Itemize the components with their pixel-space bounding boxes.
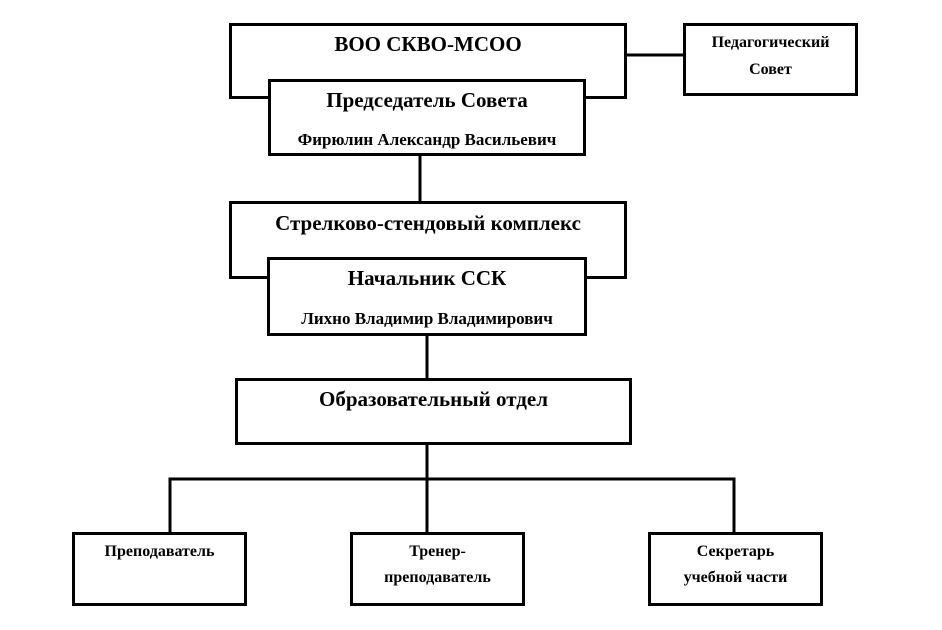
head-title: Начальник ССК	[347, 266, 507, 290]
coach-box: Тренер- преподаватель	[350, 532, 525, 606]
pedagogical-council-line1: Педагогический	[711, 34, 830, 51]
secretary-line2: учебной части	[683, 569, 788, 586]
chairman-title: Председатель Совета	[326, 88, 528, 112]
chairman-box: Председатель Совета Фирюлин Александр Ва…	[268, 79, 586, 156]
pedagogical-council-box: Педагогический Совет	[683, 23, 858, 96]
coach-line2: преподаватель	[384, 569, 491, 586]
complex-name: Стрелково-стендовый комплекс	[275, 211, 581, 235]
secretary-line1: Секретарь	[696, 543, 775, 560]
teacher-label: Преподаватель	[104, 543, 215, 560]
pedagogical-council-line2: Совет	[749, 61, 792, 78]
chairman-person: Фирюлин Александр Васильевич	[297, 130, 557, 149]
secretary-box: Секретарь учебной части	[648, 532, 823, 606]
org-name: ВОО СКВО-МСОО	[334, 32, 522, 56]
coach-line1: Тренер-	[409, 543, 466, 560]
head-box: Начальник ССК Лихно Владимир Владимирови…	[267, 257, 587, 336]
teacher-box: Преподаватель	[72, 532, 247, 606]
department-name: Образовательный отдел	[319, 387, 548, 411]
head-person: Лихно Владимир Владимирович	[301, 309, 553, 328]
department-box: Образовательный отдел	[235, 378, 632, 445]
